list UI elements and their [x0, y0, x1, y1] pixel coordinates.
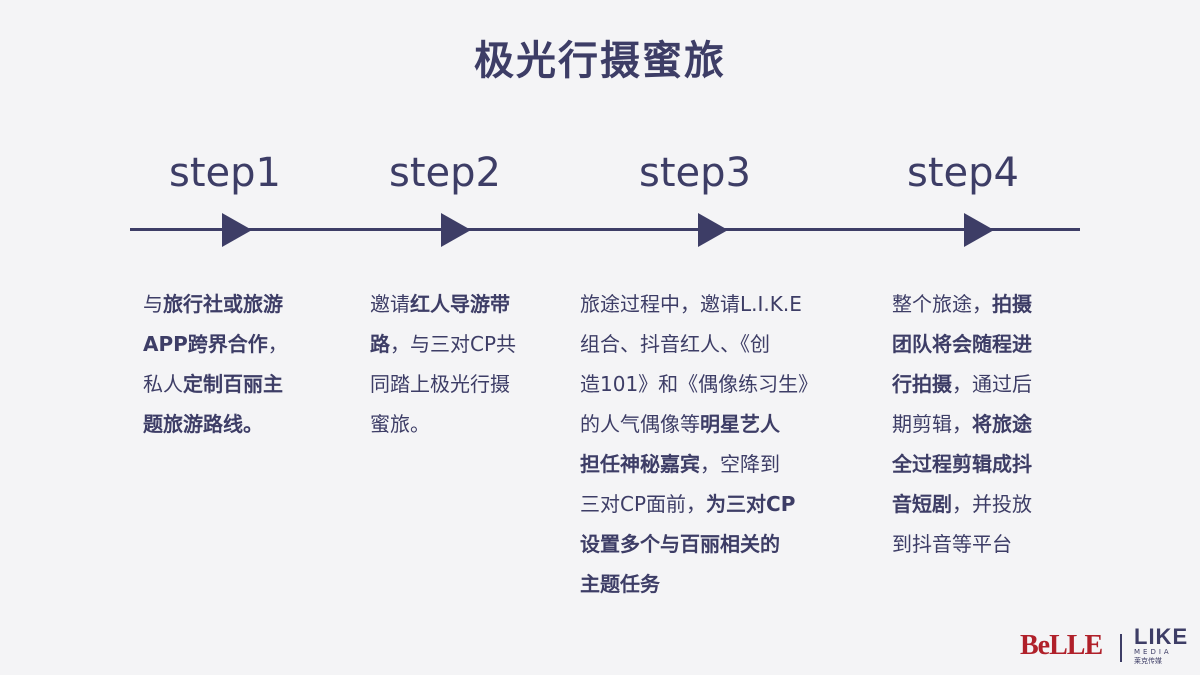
description-line: 整个旅途，拍摄: [892, 284, 1092, 324]
highlight-text: 拍摄: [992, 292, 1032, 316]
description-line: 担任神秘嘉宾，空降到: [580, 444, 850, 484]
body-text: 期剪辑，: [892, 412, 972, 436]
description-line: 同踏上极光行摄: [370, 364, 570, 404]
description-line: 期剪辑，将旅途: [892, 404, 1092, 444]
highlight-text: APP跨界合作: [143, 332, 268, 356]
body-text: ，并投放: [952, 492, 1032, 516]
step-4-arrow-icon: [964, 213, 994, 247]
description-line: 主题任务: [580, 564, 850, 604]
description-line: 路，与三对CP共: [370, 324, 570, 364]
description-line: 团队将会随程进: [892, 324, 1092, 364]
like-media-logo: LIKE MEDIA 莱克传媒: [1134, 626, 1190, 670]
description-line: 蜜旅。: [370, 404, 570, 444]
description-line: 与旅行社或旅游: [143, 284, 343, 324]
like-logo-sub: MEDIA: [1134, 648, 1172, 656]
highlight-text: 全过程剪辑成抖: [892, 452, 1032, 476]
description-line: 的人气偶像等明星艺人: [580, 404, 850, 444]
body-text: ，通过后: [952, 372, 1032, 396]
step-3-arrow-icon: [698, 213, 728, 247]
highlight-text: 行拍摄: [892, 372, 952, 396]
description-line: APP跨界合作，: [143, 324, 343, 364]
body-text: 的人气偶像等: [580, 412, 700, 436]
body-text: 私人: [143, 372, 183, 396]
body-text: 邀请: [370, 292, 410, 316]
step-2-label: step2: [389, 150, 501, 196]
body-text: ，与三对CP共: [390, 332, 517, 356]
description-line: 组合、抖音红人、《创: [580, 324, 850, 364]
body-text: 组合、抖音红人、《创: [580, 332, 770, 356]
highlight-text: 红人导游带: [410, 292, 510, 316]
highlight-text: 旅行社或旅游: [163, 292, 283, 316]
step-1-label: step1: [169, 150, 281, 196]
description-line: 三对CP面前，为三对CP: [580, 484, 850, 524]
description-line: 到抖音等平台: [892, 524, 1092, 564]
description-line: 旅途过程中，邀请L.I.K.E: [580, 284, 850, 324]
description-line: 行拍摄，通过后: [892, 364, 1092, 404]
highlight-text: 为三对CP: [706, 492, 796, 516]
step-1-arrow-icon: [222, 213, 252, 247]
step-2-arrow-icon: [441, 213, 471, 247]
body-text: 旅途过程中，邀请L.I.K.E: [580, 292, 802, 316]
highlight-text: 将旅途: [972, 412, 1032, 436]
logo-divider: [1120, 634, 1122, 662]
body-text: 整个旅途，: [892, 292, 992, 316]
step-2-description: 邀请红人导游带路，与三对CP共同踏上极光行摄蜜旅。: [370, 284, 570, 444]
like-logo-text: LIKE: [1134, 624, 1189, 649]
highlight-text: 团队将会随程进: [892, 332, 1032, 356]
body-text: 同踏上极光行摄: [370, 372, 510, 396]
highlight-text: 主题任务: [580, 572, 660, 596]
timeline-line: [130, 228, 1080, 231]
body-text: 造101》和《偶像练习生》: [580, 372, 819, 396]
body-text: ，空降到: [700, 452, 780, 476]
highlight-text: 设置多个与百丽相关的: [580, 532, 780, 556]
highlight-text: 明星艺人: [700, 412, 780, 436]
highlight-text: 担任神秘嘉宾: [580, 452, 700, 476]
body-text: 蜜旅。: [370, 412, 430, 436]
highlight-text: 定制百丽主: [183, 372, 283, 396]
body-text: 到抖音等平台: [892, 532, 1012, 556]
description-line: 音短剧，并投放: [892, 484, 1092, 524]
body-text: 三对CP面前，: [580, 492, 707, 516]
highlight-text: 音短剧: [892, 492, 952, 516]
step-3-label: step3: [639, 150, 751, 196]
body-text: ，: [267, 332, 288, 356]
like-logo-sub-cn: 莱克传媒: [1134, 657, 1162, 665]
description-line: 题旅游路线。: [143, 404, 343, 444]
belle-logo: BeLLE: [1020, 630, 1103, 661]
description-line: 造101》和《偶像练习生》: [580, 364, 850, 404]
step-4-label: step4: [907, 150, 1019, 196]
description-line: 全过程剪辑成抖: [892, 444, 1092, 484]
highlight-text: 路: [370, 332, 390, 356]
highlight-text: 题旅游路线。: [143, 412, 263, 436]
description-line: 设置多个与百丽相关的: [580, 524, 850, 564]
body-text: 与: [143, 292, 163, 316]
description-line: 私人定制百丽主: [143, 364, 343, 404]
page-title: 极光行摄蜜旅: [474, 38, 726, 84]
step-4-description: 整个旅途，拍摄团队将会随程进行拍摄，通过后期剪辑，将旅途全过程剪辑成抖音短剧，并…: [892, 284, 1092, 564]
description-line: 邀请红人导游带: [370, 284, 570, 324]
